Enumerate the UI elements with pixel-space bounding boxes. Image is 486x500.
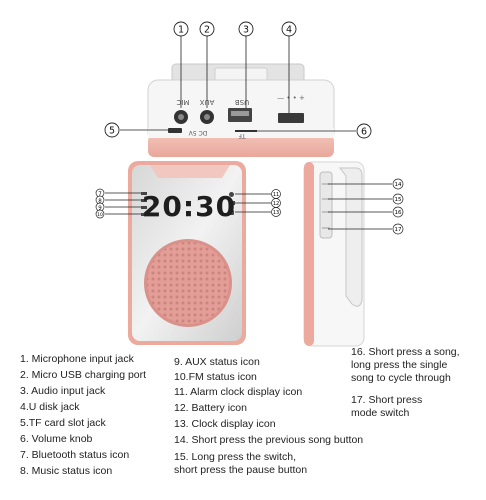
callout-circle-6 (356, 123, 372, 139)
legend-col-2: 9. AUX status icon 10.FM status icon 11.… (174, 356, 364, 477)
clock-display: 20:30 (142, 190, 236, 223)
callout-label-2: 2 (204, 25, 210, 36)
speaker-holes (147, 242, 229, 324)
front-top-notch (150, 165, 230, 178)
fm-status-icon (141, 213, 147, 216)
callout-circle-10 (95, 209, 105, 219)
callout-label-7: 7 (98, 191, 102, 197)
legend-item: 5.TF card slot jack (20, 417, 106, 429)
legend-item: 8. Music status icon (20, 465, 113, 477)
callout-circle-4 (281, 21, 297, 37)
port-label-mic: MIC (176, 98, 189, 106)
callout-circle-5 (104, 122, 120, 138)
legend-col-3: 16. Short press a song, long press the s… (351, 346, 481, 420)
legend-item: 2. Micro USB charging port (20, 369, 147, 381)
device-side-view (303, 161, 365, 347)
tf-slot (235, 130, 257, 132)
legend-item: 11. Alarm clock display icon (174, 386, 303, 398)
device-top-view: MIC AUX USB DC 5V TF — • • + (147, 63, 335, 157)
left-callouts: 7 8 9 10 (95, 188, 141, 219)
belt-clip (339, 167, 363, 307)
mic-jack-hole (178, 114, 184, 120)
device-diagram: MIC AUX USB DC 5V TF — • • + 1 2 3 4 5 6 (95, 21, 404, 347)
callout-label-12: 12 (273, 201, 279, 207)
port-label-tf: TF (238, 132, 247, 139)
callout-label-5: 5 (109, 126, 115, 137)
legend-item: 4.U disk jack (20, 401, 80, 413)
callout-label-17: 17 (395, 227, 402, 233)
volume-knob (278, 113, 304, 123)
callout-label-9: 9 (98, 205, 102, 211)
legend-item: 12. Battery icon (174, 402, 247, 414)
callout-label-10: 10 (97, 212, 103, 218)
legend-item: 17. Short press (351, 394, 423, 406)
legend-item: song to cycle through (351, 372, 451, 384)
legend-item: 1. Microphone input jack (20, 353, 134, 365)
clip-callouts: 14 15 16 17 (328, 178, 404, 235)
legend-item: 15. Long press the switch, (174, 451, 296, 463)
battery-icon (229, 201, 235, 205)
top-callout-markers: 1 2 3 4 5 6 (104, 21, 372, 139)
right-callouts: 11 12 13 (235, 189, 281, 217)
alarm-clock-display-icon (229, 192, 234, 197)
legend-item: 16. Short press a song, (351, 346, 460, 358)
usb-port-inner (231, 111, 249, 116)
aux-jack-hole (204, 114, 210, 120)
callout-label-11: 11 (273, 192, 279, 198)
legend-item: 9. AUX status icon (174, 356, 260, 368)
device-front-view: 20:30 (128, 161, 246, 345)
legend-item: 3. Audio input jack (20, 385, 106, 397)
legend-item: 7. Bluetooth status icon (20, 449, 130, 461)
music-status-icon (141, 199, 147, 202)
callout-label-8: 8 (98, 198, 102, 204)
callout-circle-17 (392, 223, 404, 235)
top-callouts (120, 36, 356, 132)
legend-item: short press the pause button (174, 464, 308, 476)
legend-item: 6. Volume knob (20, 433, 93, 445)
clock-display-icon (229, 210, 234, 215)
callout-label-14: 14 (395, 182, 402, 188)
port-label-dc5v: DC 5V (188, 129, 208, 136)
side-button-strip (319, 171, 333, 239)
callout-label-3: 3 (243, 25, 249, 36)
callout-circle-14 (392, 178, 404, 190)
aux-status-icon (141, 206, 147, 209)
volume-symbols: — • • + (277, 94, 305, 102)
callout-label-13: 13 (273, 210, 279, 216)
callout-label-16: 16 (395, 210, 402, 216)
callout-circle-1 (173, 21, 189, 37)
top-body-lower (148, 128, 334, 138)
legend-item: mode switch (351, 407, 410, 419)
callout-circle-13 (271, 207, 281, 217)
callout-circle-3 (238, 21, 254, 37)
legend-col-1: 1. Microphone input jack 2. Micro USB ch… (20, 353, 170, 478)
callout-label-1: 1 (178, 25, 184, 36)
top-pink-band (148, 135, 334, 157)
callout-circle-15 (392, 193, 404, 205)
port-label-usb: USB (235, 98, 250, 106)
legend-item: long press the single (351, 359, 448, 371)
legend-item: 10.FM status icon (174, 371, 257, 383)
side-pink-edge (304, 162, 314, 346)
legend-item: 14. Short press the previous song button (174, 434, 364, 446)
callout-circle-16 (392, 206, 404, 218)
callout-circle-2 (199, 21, 215, 37)
callout-label-6: 6 (361, 127, 367, 138)
callout-label-4: 4 (286, 25, 292, 36)
micro-usb-port (168, 128, 182, 133)
bluetooth-status-icon (141, 192, 147, 195)
legend-item: 13. Clock display icon (174, 418, 276, 430)
callout-label-15: 15 (395, 197, 402, 203)
